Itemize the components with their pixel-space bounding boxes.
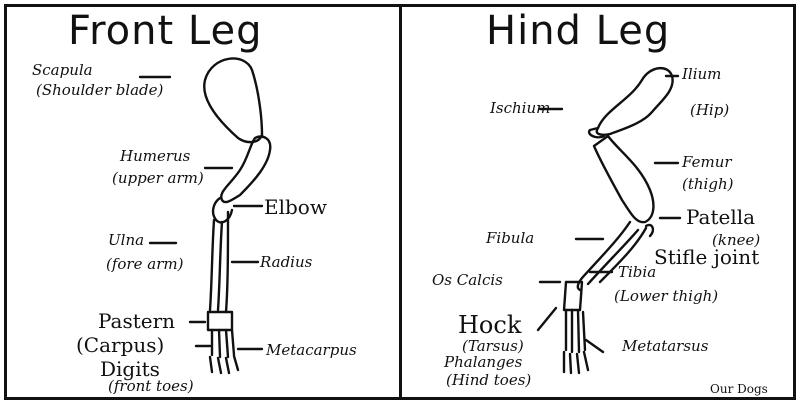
pointer-lines-hind <box>538 76 680 352</box>
ischium-label: Ischium <box>490 100 550 117</box>
radius-bone <box>226 212 228 312</box>
scapula-sub-label: (Shoulder blade) <box>36 82 163 99</box>
scapula-bone <box>204 59 262 143</box>
metatarsus-bones <box>566 310 585 352</box>
patella-label: Patella <box>686 206 755 228</box>
os-calcis-label: Os Calcis <box>432 272 503 289</box>
ulna-sub-label: (fore arm) <box>106 256 183 273</box>
pastern-label: Pastern <box>98 310 175 332</box>
metatarsus-label: Metatarsus <box>622 338 708 355</box>
radius-label: Radius <box>260 254 312 271</box>
digits-sub-label: (front toes) <box>108 378 194 395</box>
femur-label: Femur <box>682 154 732 171</box>
tibia-label: Tibia <box>618 264 656 281</box>
hock-label: Hock <box>458 314 521 336</box>
patella-bone <box>646 225 653 236</box>
hind-phalanges <box>564 352 588 373</box>
ilium-bone <box>597 68 673 135</box>
ilium-sub-label: (Hip) <box>690 102 729 119</box>
femur-bone <box>594 136 653 222</box>
humerus-bone <box>221 137 270 203</box>
front-digits <box>210 356 238 373</box>
fibula-label: Fibula <box>486 230 534 247</box>
phalanges-sub-label: (Hind toes) <box>446 372 531 389</box>
metacarpus-label: Metacarpus <box>266 342 357 359</box>
stifle-joint-label: Stifle joint <box>654 246 759 268</box>
ulna-bone <box>210 220 214 310</box>
scapula-label: Scapula <box>32 62 93 79</box>
ilium-label: Ilium <box>682 66 721 83</box>
phalanges-label: Phalanges <box>444 354 522 371</box>
ulna-label: Ulna <box>108 232 144 249</box>
femur-sub-label: (thigh) <box>682 176 733 193</box>
metacarpus-bones <box>212 330 234 357</box>
credit-text: Our Dogs <box>710 382 768 396</box>
tibia-sub-label: (Lower thigh) <box>614 288 718 305</box>
humerus-label: Humerus <box>120 148 190 165</box>
elbow-label: Elbow <box>264 196 327 218</box>
humerus-sub-label: (upper arm) <box>112 170 204 187</box>
pastern-sub-label: (Carpus) <box>76 334 164 356</box>
